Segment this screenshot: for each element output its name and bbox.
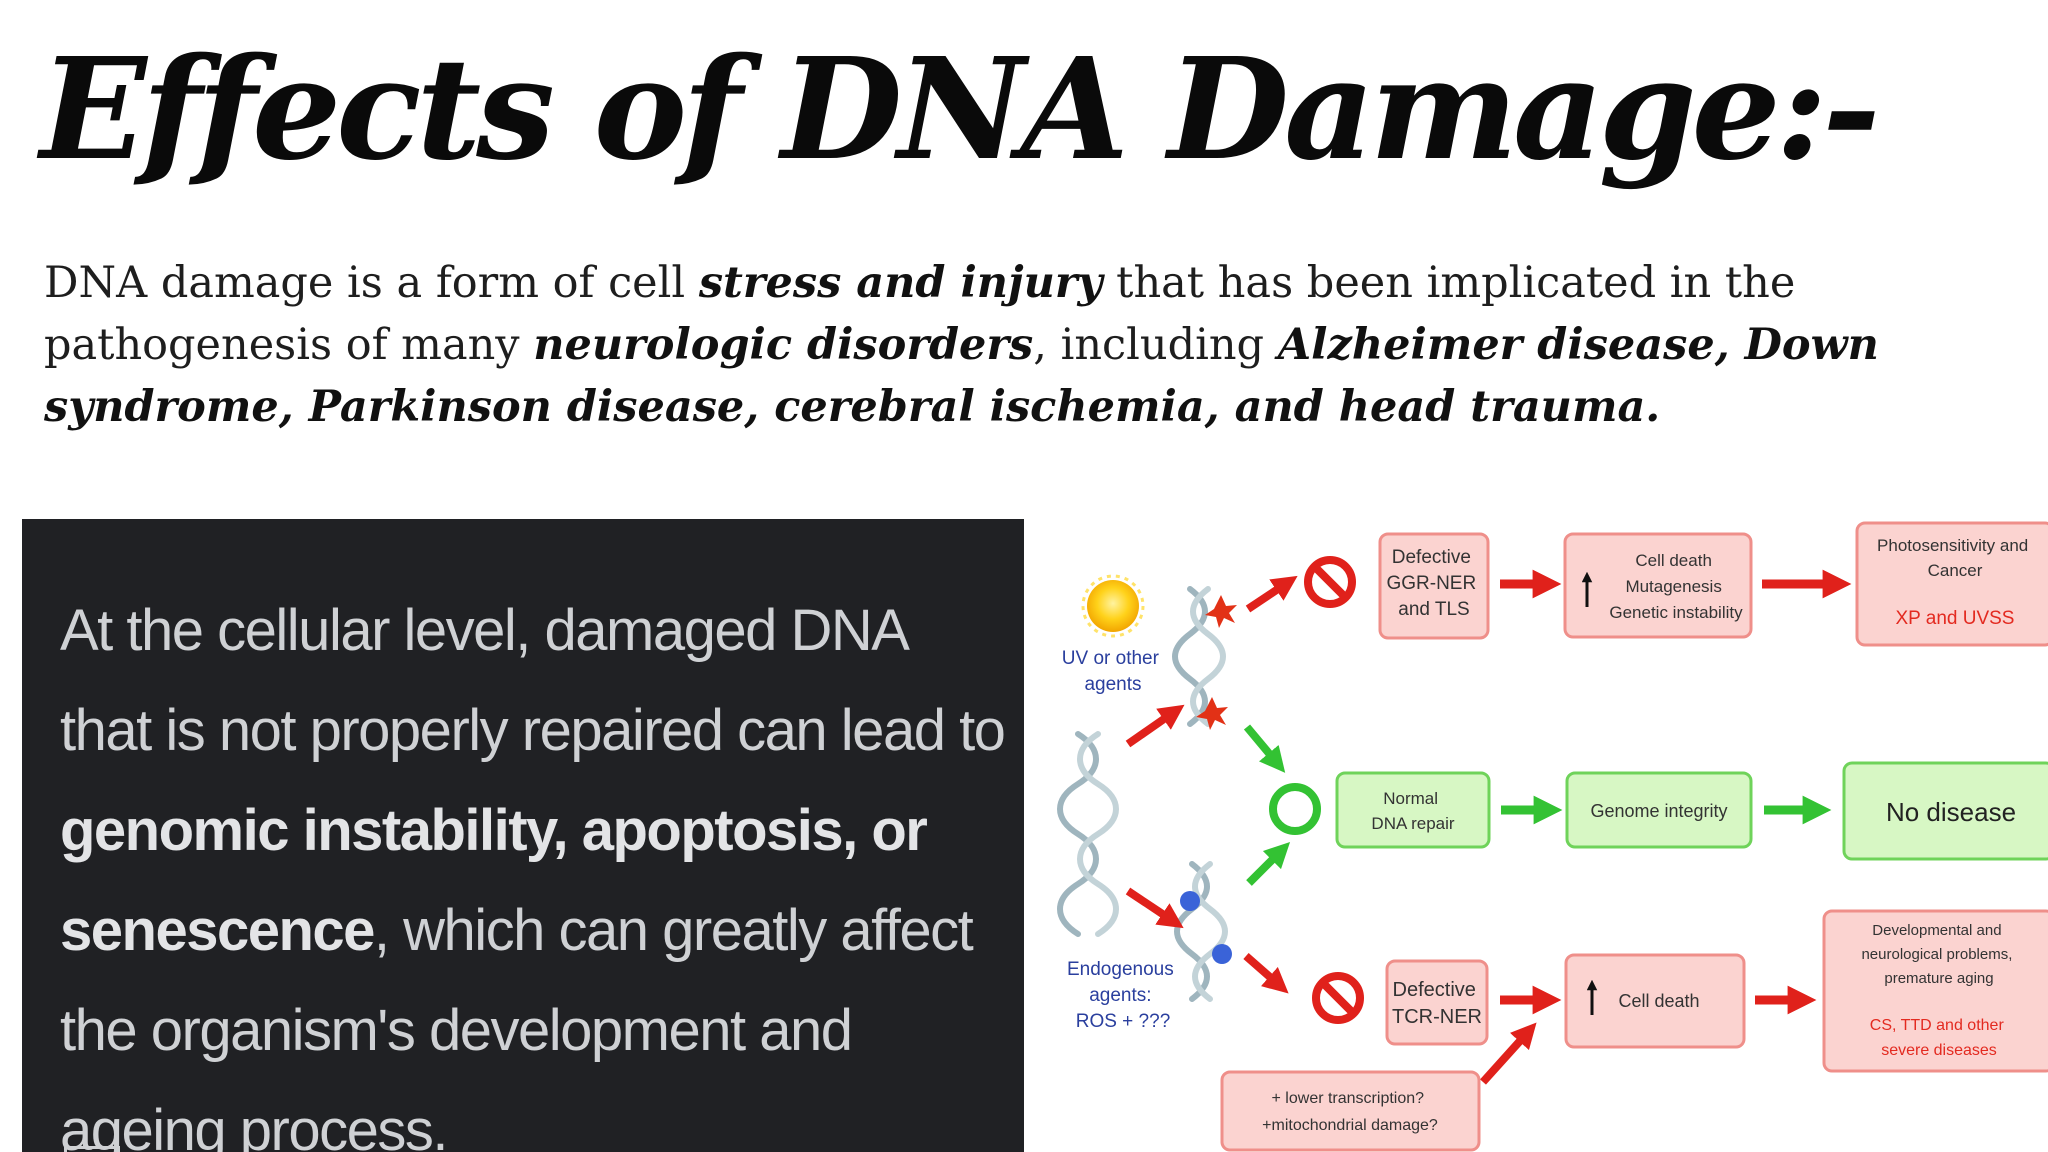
quote-panel: At the cellular level, damaged DNA that … bbox=[22, 519, 1024, 1152]
arrow-to-defective-tcr bbox=[1243, 952, 1289, 994]
intro-emphasis-stress: stress and injury bbox=[698, 258, 1103, 308]
uv-damaged-dna-icon bbox=[1172, 586, 1226, 727]
normal-repair-label: Normal DNA repair bbox=[1371, 789, 1454, 833]
top-outcome-box bbox=[1855, 521, 2048, 647]
transcription-note-label: + lower transcription? +mitochondrial da… bbox=[1262, 1090, 1438, 1134]
damage-lesion-icon bbox=[1196, 697, 1228, 730]
arrow-to-endogenous-damage bbox=[1125, 887, 1184, 929]
bottom-outcome-box bbox=[1822, 909, 2048, 1073]
endogenous-agents-label: Endogenous agents: ROS + ??? bbox=[1067, 959, 1179, 1032]
endogenous-damaged-dna-icon bbox=[1174, 861, 1228, 1002]
arrow-to-normal-repair-top bbox=[1243, 724, 1286, 773]
sun-icon bbox=[1081, 574, 1145, 638]
top-effects-box bbox=[1563, 532, 1753, 639]
dna-helix-icon bbox=[1057, 731, 1119, 937]
damage-lesion-icon bbox=[1180, 891, 1200, 911]
damage-lesion-icon bbox=[1205, 595, 1237, 628]
bottom-disease-label: CS, TTD and other severe diseases bbox=[1870, 1017, 2008, 1059]
top-outcome-label: Photosensitivity and Cancer bbox=[1877, 536, 2033, 580]
arrow-to-defective-ggr bbox=[1245, 575, 1298, 613]
quote-emphasis: genomic instability, apoptosis, or senes… bbox=[60, 798, 928, 963]
normal-repair-box bbox=[1335, 771, 1491, 849]
quote-text-1: At the cellular level, damaged DNA that … bbox=[60, 598, 1006, 763]
intro-emphasis-neurologic: neurologic disorders bbox=[533, 320, 1034, 370]
defective-tcr-ner-box bbox=[1385, 959, 1489, 1046]
top-disease-label: XP and UVSS bbox=[1895, 608, 2014, 629]
top-effects-label: Cell death Mutagenesis Genetic instabili… bbox=[1609, 551, 1743, 622]
defective-tcr-ner-label: Defective TCR-NER bbox=[1392, 979, 1482, 1028]
blocked-repair-icon bbox=[1304, 556, 1356, 608]
defective-ggr-ner-label: Defective GGR-NER and TLS bbox=[1386, 547, 1481, 620]
defective-ggr-ner-box bbox=[1378, 532, 1490, 640]
arrow-note-to-cell-death bbox=[1480, 1022, 1537, 1085]
arrow-to-normal-repair-bottom bbox=[1246, 841, 1291, 886]
intro-text-2: that has been implicated in the pathogen… bbox=[44, 258, 1796, 370]
normal-repair-ring-icon bbox=[1269, 783, 1321, 835]
dna-damage-diagram: UV or other agents Endogenous agents: RO… bbox=[1057, 521, 2048, 1152]
arrow-to-uv-damage bbox=[1125, 704, 1185, 748]
transcription-note-box bbox=[1220, 1070, 1481, 1152]
uv-agents-label: UV or other agents bbox=[1062, 648, 1164, 695]
genome-integrity-label: Genome integrity bbox=[1590, 801, 1727, 821]
blocked-repair-icon bbox=[1312, 972, 1364, 1024]
genome-integrity-box bbox=[1565, 771, 1753, 849]
intro-emphasis-diseases: Alzheimer disease, Down syndrome, Parkin… bbox=[44, 320, 1879, 432]
slide-title: Effects of DNA Damage:- bbox=[40, 28, 1880, 192]
no-disease-box bbox=[1842, 761, 2048, 861]
intro-text-3: , including bbox=[1033, 320, 1278, 370]
quote-text: At the cellular level, damaged DNA that … bbox=[60, 581, 1010, 1152]
bottom-outcome-label: Developmental and neurological problems,… bbox=[1861, 922, 2016, 987]
intro-text-1: DNA damage is a form of cell bbox=[44, 258, 699, 308]
panel-corner-mark bbox=[64, 1146, 120, 1152]
bottom-effects-label: Cell death bbox=[1618, 991, 1699, 1011]
damage-lesion-icon bbox=[1212, 944, 1232, 964]
bottom-effects-box bbox=[1564, 953, 1746, 1049]
quote-text-2: , which can greatly affect the organism'… bbox=[60, 898, 974, 1152]
no-disease-label: No disease bbox=[1886, 797, 2016, 827]
intro-paragraph: DNA damage is a form of cell stress and … bbox=[44, 252, 1984, 438]
